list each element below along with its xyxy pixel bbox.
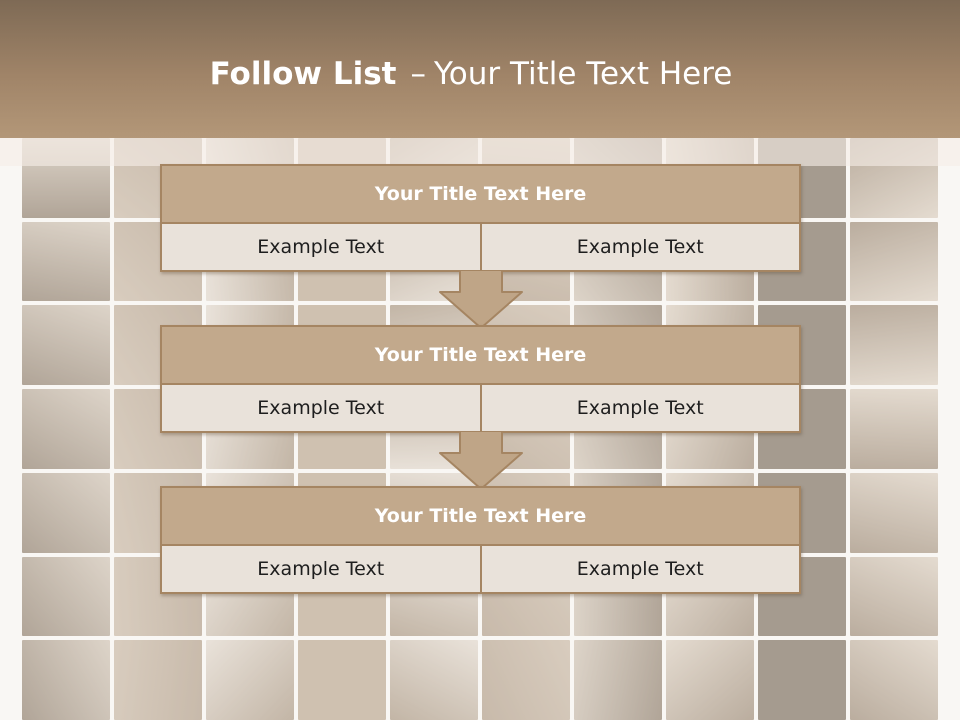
flow-block-left-text: Example Text <box>162 385 480 431</box>
background-photo-tile <box>666 640 754 720</box>
background-photo-tile <box>850 472 938 553</box>
background-photo-tile <box>22 640 110 720</box>
flow-block-row: Example Text Example Text <box>162 546 799 592</box>
header-stripe <box>0 138 960 166</box>
background-photo-tile <box>850 556 938 637</box>
slide-title-rest: Your Title Text Here <box>433 56 733 92</box>
background-photo-tile <box>850 389 938 469</box>
background-photo-tile <box>22 389 110 469</box>
flow-block-row: Example Text Example Text <box>162 224 799 270</box>
slide-title-dash: – <box>410 56 426 92</box>
background-photo-tile <box>22 221 110 302</box>
slide-title: Follow List–Your Title Text Here <box>0 56 942 92</box>
background-photo-tile <box>758 640 846 720</box>
flow-block-title: Your Title Text Here <box>162 327 799 385</box>
flow-block-right-text: Example Text <box>479 385 799 431</box>
flow-block-title: Your Title Text Here <box>162 166 799 224</box>
flow-block-3: Your Title Text Here Example Text Exampl… <box>160 486 801 594</box>
flow-block-1: Your Title Text Here Example Text Exampl… <box>160 164 801 272</box>
background-photo-tile <box>114 640 202 720</box>
background-photo-tile <box>574 640 662 720</box>
background-photo-tile <box>482 640 570 720</box>
background-photo-tile <box>850 305 938 386</box>
background-photo-tile <box>850 640 938 720</box>
background-photo-tile <box>850 221 938 302</box>
down-arrow-icon <box>439 431 523 490</box>
background-photo-tile <box>22 472 110 553</box>
background-photo-tile <box>22 556 110 637</box>
flow-block-title: Your Title Text Here <box>162 488 799 546</box>
flow-block-row: Example Text Example Text <box>162 385 799 431</box>
flow-block-right-text: Example Text <box>479 224 799 270</box>
background-photo-tile <box>390 640 478 720</box>
flow-block-left-text: Example Text <box>162 224 480 270</box>
flow-block-2: Your Title Text Here Example Text Exampl… <box>160 325 801 433</box>
slide-title-bold: Follow List <box>209 56 397 92</box>
flow-block-right-text: Example Text <box>479 546 799 592</box>
flow-block-left-text: Example Text <box>162 546 480 592</box>
background-photo-tile <box>206 640 294 720</box>
background-photo-tile <box>298 640 386 720</box>
background-photo-tile <box>22 305 110 386</box>
down-arrow-icon <box>439 270 523 329</box>
header-band <box>0 0 960 138</box>
